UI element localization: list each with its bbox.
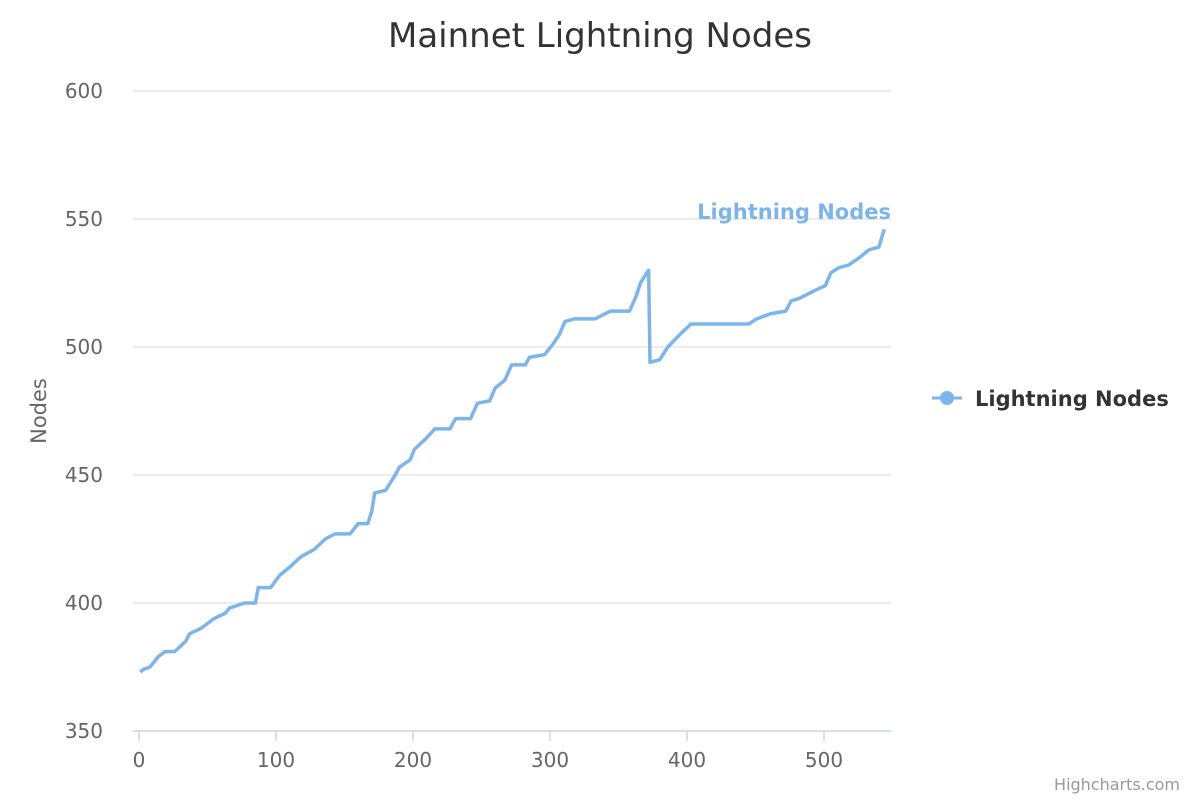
- legend-dot-symbol: [940, 391, 954, 405]
- y-tick-label: 500: [65, 335, 103, 359]
- y-tick-label: 450: [65, 463, 103, 487]
- x-axis-ticks: 0 100 200 300 400 500: [133, 731, 843, 772]
- chart-title: Mainnet Lightning Nodes: [388, 16, 812, 56]
- y-axis-title: Nodes: [27, 378, 51, 444]
- y-tick-label: 400: [65, 591, 103, 615]
- x-tick-label: 200: [394, 748, 432, 772]
- legend-item[interactable]: Lightning Nodes: [932, 387, 1169, 411]
- series-group: [139, 228, 886, 674]
- x-tick-label: 400: [668, 748, 706, 772]
- gridlines: [133, 90, 891, 732]
- y-tick-label: 600: [65, 79, 103, 103]
- credits-link[interactable]: Highcharts.com: [1054, 775, 1180, 794]
- legend-label: Lightning Nodes: [975, 387, 1169, 411]
- x-tick-label: 100: [257, 748, 295, 772]
- y-tick-label: 550: [65, 207, 103, 231]
- series-line-lightning-nodes: [139, 228, 886, 674]
- x-tick-label: 0: [133, 748, 146, 772]
- x-tick-label: 300: [531, 748, 569, 772]
- y-tick-label: 350: [65, 719, 103, 743]
- y-axis-ticks: 350 400 450 500 550 600: [65, 79, 103, 743]
- series-end-label: Lightning Nodes: [697, 200, 891, 224]
- x-tick-label: 500: [805, 748, 843, 772]
